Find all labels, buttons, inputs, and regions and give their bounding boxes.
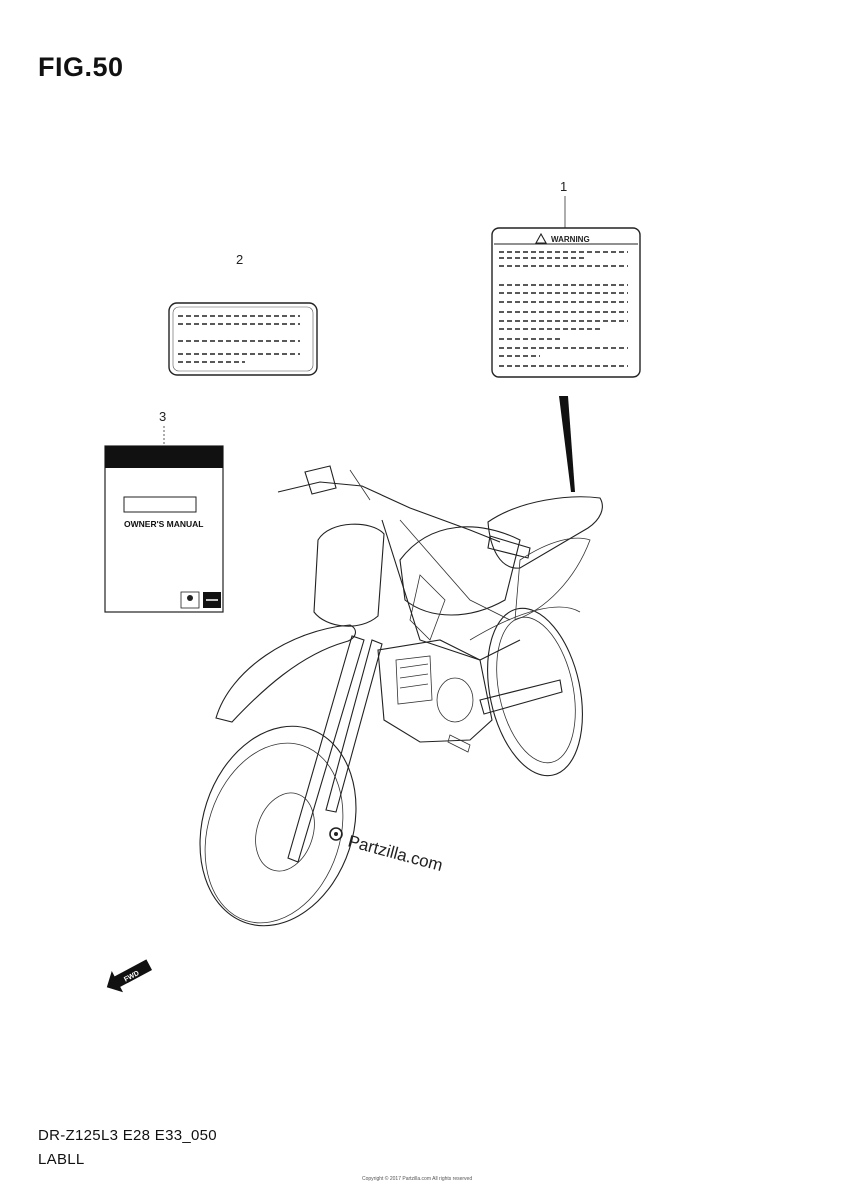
warning-label[interactable]: WARNING <box>491 227 641 378</box>
watermark: Partzilla.com <box>329 827 445 876</box>
callout-1: 1 <box>560 179 567 194</box>
owners-manual[interactable]: OWNER'S MANUAL <box>104 445 224 613</box>
small-label[interactable] <box>168 302 318 376</box>
callout-3: 3 <box>159 409 166 424</box>
diagram-code: DR-Z125L3 E28 E33_050 <box>38 1127 217 1144</box>
leader-pointer-1 <box>559 396 575 492</box>
diagram-name: LABLL <box>38 1151 85 1168</box>
callout-2: 2 <box>236 252 243 267</box>
motorcycle-drawing <box>199 465 603 927</box>
copyright-note: Copyright © 2017 Partzilla.com All right… <box>362 1176 473 1182</box>
warning-heading: WARNING <box>551 235 590 244</box>
fwd-arrow-icon: FWD <box>106 959 153 993</box>
watermark-text: Partzilla.com <box>346 832 445 876</box>
warning-triangle-icon <box>535 232 547 244</box>
manual-title: OWNER'S MANUAL <box>124 519 203 529</box>
figure-title: FIG.50 <box>38 52 124 82</box>
